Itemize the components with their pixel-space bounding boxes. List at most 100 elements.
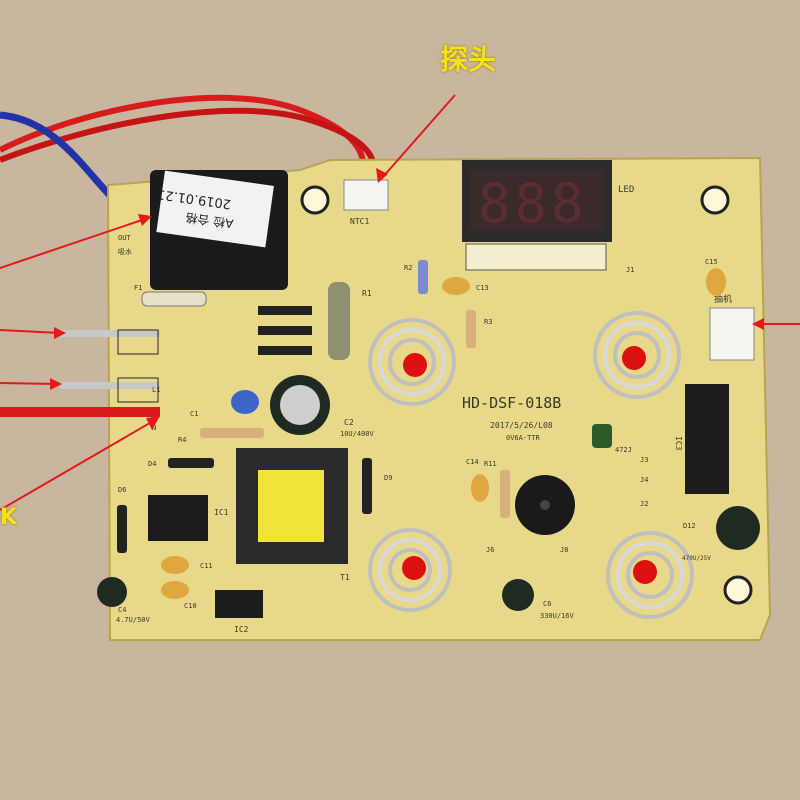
label-inductor: 472J	[615, 446, 632, 454]
board-sub-code: 0V6A-TTR	[506, 434, 541, 442]
capacitor-c2-top	[280, 385, 320, 425]
arrow-power	[0, 419, 156, 511]
transformer-core	[258, 470, 324, 542]
ic1-chip	[148, 495, 208, 541]
diode-d4	[168, 458, 214, 468]
arrow-terminal-2-head	[50, 378, 62, 390]
label-ic2: IC2	[234, 625, 249, 634]
label-r3: R3	[484, 318, 492, 326]
label-c4: C4	[118, 606, 126, 614]
label-r11: R11	[484, 460, 497, 468]
board-model: HD-DSF-018B	[462, 394, 561, 412]
diode-d6	[117, 505, 127, 553]
led-label: LED	[618, 185, 634, 195]
label-c2-spec: 10U/400V	[340, 430, 375, 438]
ic3-chip	[685, 384, 729, 494]
label-r4: R4	[178, 436, 186, 444]
label-j8: J8	[560, 546, 568, 554]
arrow-relay	[0, 217, 149, 269]
label-r2: R2	[404, 264, 412, 272]
label-c4-spec: 4.7U/50V	[116, 616, 151, 624]
diode-rect-1	[258, 306, 312, 315]
terminal-pad-1	[117, 329, 159, 355]
label-j4: J4	[640, 476, 648, 484]
label-d12: D12	[683, 522, 696, 530]
display-digits: 888	[478, 172, 588, 235]
label-c11: C11	[200, 562, 213, 570]
label-c10: C10	[184, 602, 197, 610]
arrow-probe	[381, 94, 456, 179]
spring-coil-1	[368, 318, 456, 406]
capacitor-blue	[231, 390, 259, 414]
label-ic3: IC3	[674, 436, 683, 451]
arrow-terminal-1	[0, 329, 61, 334]
label-d9: D9	[384, 474, 392, 482]
label-j2: J2	[640, 500, 648, 508]
side-connector	[709, 307, 755, 361]
diode-rect-2	[258, 326, 312, 335]
label-c14: C14	[466, 458, 479, 466]
arrow-terminal-1-head	[54, 327, 66, 339]
aux-label: 抽机	[714, 293, 732, 305]
arrow-power-head	[146, 416, 160, 430]
label-d4: D4	[148, 460, 156, 468]
label-ic1: IC1	[214, 508, 229, 517]
relay-sticker	[156, 170, 274, 248]
board-date-code: 2017/5/26/L08	[490, 421, 553, 430]
sticker-text: A检 合格	[185, 210, 235, 232]
label-d12-spec: 470U/25V	[682, 555, 711, 562]
spring-coil-3	[368, 528, 452, 612]
mount-hole-top-left	[300, 185, 330, 215]
buzzer-hole	[540, 500, 550, 510]
label-relay: 吸水	[118, 247, 132, 256]
label-j1: J1	[626, 266, 634, 274]
capacitor-c10	[161, 581, 189, 599]
inductor	[592, 424, 612, 448]
diode-d9	[362, 458, 372, 514]
ic2-chip	[215, 590, 263, 618]
label-d6: D6	[118, 486, 126, 494]
label-c1: C1	[190, 410, 198, 418]
arrow-terminal-2	[0, 382, 57, 385]
diode-rect-3	[258, 346, 312, 355]
resistor-r11	[500, 470, 510, 518]
capacitor-c4	[97, 577, 127, 607]
terminal-pad-2	[117, 377, 159, 403]
capacitor-c15	[706, 268, 726, 296]
label-c13: C13	[476, 284, 489, 292]
label-l1: L1	[152, 386, 160, 394]
label-c6: C6	[543, 600, 551, 608]
label-c15: C15	[705, 258, 718, 266]
terminal-1	[60, 330, 160, 337]
resistor-r3	[466, 310, 476, 348]
arrow-side-connector-head	[752, 318, 764, 330]
label-f1: F1	[134, 284, 142, 292]
spring-coil-2	[593, 311, 681, 399]
mount-hole-top-right	[700, 185, 730, 215]
label-c6-spec: 330U/16V	[540, 612, 575, 620]
capacitor-c14	[471, 474, 489, 502]
resistor-r2	[418, 260, 428, 294]
label-j3: J3	[640, 456, 648, 464]
label-out: OUT	[118, 234, 131, 242]
probe-callout-label: 探头	[440, 43, 497, 76]
arrow-relay-head	[138, 214, 152, 226]
arrow-probe-head	[376, 168, 388, 183]
label-n: N	[152, 424, 156, 432]
label-c2: C2	[344, 418, 354, 427]
label-j6: J6	[486, 546, 494, 554]
capacitor-c6	[502, 579, 534, 611]
mount-hole-bottom-right	[723, 575, 753, 605]
display-glass	[470, 170, 604, 230]
spring-coil-4	[606, 531, 694, 619]
capacitor-d12	[716, 506, 760, 550]
edge-callout-label: K	[0, 505, 18, 530]
ntc-label: NTC1	[350, 217, 369, 226]
label-t1: T1	[340, 573, 350, 582]
display-base	[465, 243, 607, 271]
ntc-connector	[343, 179, 389, 211]
terminal-2	[60, 382, 160, 389]
label-r1: R1	[362, 289, 372, 298]
resistor-r1	[328, 282, 350, 360]
